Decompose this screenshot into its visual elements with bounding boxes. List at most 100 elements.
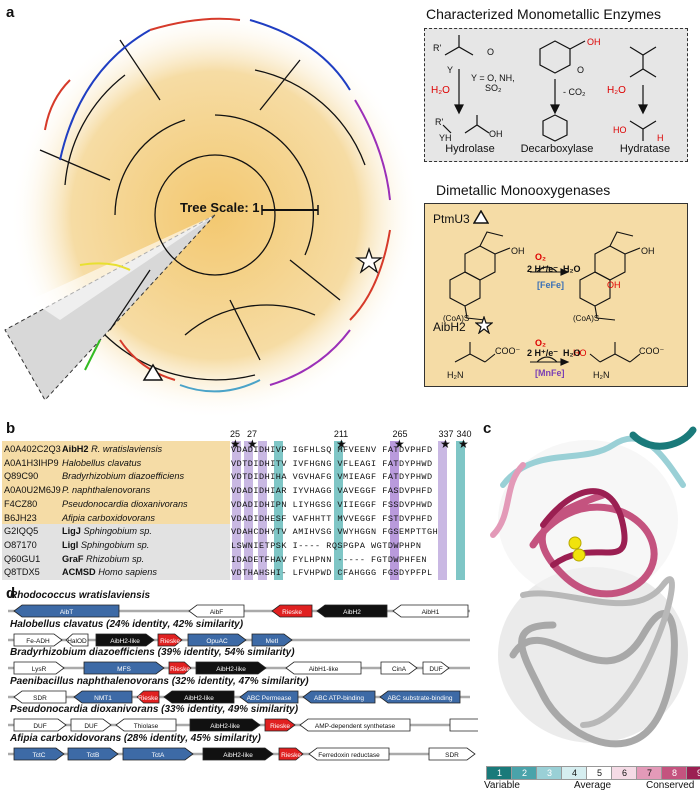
gene-label: AibH2-like bbox=[223, 752, 253, 759]
gene-label: AibH1-like bbox=[309, 666, 339, 673]
ptmu3-reaction bbox=[449, 231, 641, 321]
gene-arrow bbox=[239, 690, 299, 703]
gene-arrow bbox=[202, 747, 274, 760]
gene-arrow bbox=[163, 690, 235, 703]
panel-label-d: d bbox=[6, 585, 16, 602]
uniprot-id: B6JH23 bbox=[4, 512, 37, 523]
alignment-sequence: VDTHAHSHI- LFVHPWD CFAHGGG FGSDYPFPL bbox=[231, 568, 433, 579]
operon-organism: Paenibacillus naphthalenovorans (32% ide… bbox=[10, 675, 309, 687]
gene-arrow bbox=[308, 747, 390, 760]
gene-label: Rieske bbox=[138, 695, 158, 702]
gene-arrow bbox=[251, 633, 293, 646]
gene-label: ABC ATP-binding bbox=[314, 695, 364, 702]
tree-scale-label: Tree Scale: 1 bbox=[180, 200, 260, 215]
y-note: Y = O, NH, bbox=[471, 73, 515, 83]
tree-scale-bar bbox=[261, 205, 319, 215]
protein-structure bbox=[490, 426, 697, 748]
gene-arrow bbox=[13, 633, 63, 646]
alignment-highlight-other bbox=[2, 524, 230, 580]
uniprot-id: A0A0U2M6J9 bbox=[4, 485, 61, 496]
decarboxylase-label: Decarboxylase bbox=[520, 143, 594, 155]
operon-organism: Afipia carboxidovorans (28% identity, 45… bbox=[10, 732, 261, 744]
gene-label: MFS bbox=[117, 666, 131, 673]
gene-label: Rieske bbox=[282, 609, 302, 616]
gene-label: AibH2-like bbox=[216, 666, 246, 673]
gene-arrow bbox=[122, 747, 194, 760]
alignment-sequence: VDTDIDHIHA VGVHAFG VMIEAGF FATDYPHWD bbox=[231, 472, 433, 483]
gene-label: DUF bbox=[33, 723, 46, 730]
gene-label: Ferredoxin reductase bbox=[318, 752, 380, 759]
organism-name: P. naphthalenovorans bbox=[62, 485, 151, 496]
alignment-sequence: VDTDIDHITV IVFHGNG VFLEAGI FATDYPHWD bbox=[231, 458, 433, 469]
gene-label: TctC bbox=[33, 752, 46, 759]
protein-name: ACMSD bbox=[62, 567, 99, 578]
gene-label: AMP-dependent synthetase bbox=[315, 723, 396, 730]
column-337: 337 bbox=[438, 429, 454, 439]
operon-organism: Pseudonocardia dioxanivorans (33% identi… bbox=[10, 704, 299, 715]
legend-cell: 5 bbox=[586, 766, 613, 780]
gene-arrow bbox=[73, 690, 133, 703]
gene-arrow bbox=[278, 747, 304, 760]
dimetallic-title: Dimetallic Monooxygenases bbox=[436, 182, 611, 198]
gene-label: Thiolase bbox=[134, 723, 159, 730]
conserved-star-6: ★ bbox=[458, 437, 469, 451]
uniprot-id: Q60GU1 bbox=[4, 553, 41, 564]
gene-arrow bbox=[422, 661, 450, 675]
aibh2-h2o: H₂O bbox=[563, 348, 581, 358]
gene-label: AibT bbox=[60, 609, 73, 616]
gene-label: AibH2-like bbox=[110, 638, 140, 645]
uniprot-id: A0A1H3IHP9 bbox=[4, 457, 59, 468]
ptmu3-h-e: 2 H⁺/e⁻ bbox=[527, 264, 559, 274]
organism-name: Halobellus clavatus bbox=[62, 457, 142, 468]
ptmu3-label: PtmU3 bbox=[433, 212, 470, 226]
tree-branches bbox=[39, 39, 366, 381]
legend-cell: 4 bbox=[561, 766, 588, 780]
alignment-row: A0A0U2M6J9P. naphthalenovorans bbox=[4, 485, 150, 495]
conserved-star-5: ★ bbox=[440, 437, 451, 451]
protein-name: LigI bbox=[62, 539, 81, 550]
hydrolase-label: Hydrolase bbox=[445, 143, 495, 155]
gene-label: TctA bbox=[152, 752, 165, 759]
conserved-star-1: ★ bbox=[230, 437, 241, 451]
gene-label: Rieske bbox=[170, 666, 190, 673]
aibh2-reaction bbox=[454, 342, 641, 366]
uniprot-id: F4CZ80 bbox=[4, 498, 38, 509]
alignment-highlight-aibh2 bbox=[2, 441, 230, 524]
organism-name: Sphingobium sp. bbox=[83, 526, 152, 537]
panel-label-a: a bbox=[6, 4, 15, 21]
monometallic-schemes bbox=[442, 35, 657, 142]
gene-label: AibH2 bbox=[343, 609, 361, 616]
protein-name: LigJ bbox=[62, 526, 84, 537]
organism-name: R. wratislaviensis bbox=[91, 444, 163, 454]
gene-label: AibH1 bbox=[422, 609, 440, 616]
gene-label: HalOD bbox=[67, 638, 87, 645]
protein-name: GraF bbox=[62, 553, 86, 564]
organism-name: Homo sapiens bbox=[98, 567, 157, 578]
protein-name: AibH2 bbox=[62, 444, 92, 454]
star-icon bbox=[354, 246, 384, 274]
gene-arrow bbox=[187, 633, 247, 646]
tree-clades bbox=[44, 17, 391, 393]
alignment-sequence: VDADIDHESF VAFHHTT MVVEGGF FSTDVPHFD bbox=[231, 513, 433, 524]
legend-cell: 6 bbox=[611, 766, 638, 780]
y-note-2: SO₂ bbox=[485, 83, 502, 93]
gene-arrow bbox=[65, 633, 89, 646]
gene-label: AibH2-like bbox=[184, 695, 214, 702]
panel-label-b: b bbox=[6, 420, 16, 437]
gene-arrow bbox=[449, 718, 478, 732]
uniprot-id: O87170 bbox=[4, 539, 37, 550]
legend-cell: 9 bbox=[686, 766, 700, 780]
conserved-star-2: ★ bbox=[247, 437, 258, 451]
gene-arrow bbox=[379, 690, 461, 703]
ptmu3-triangle-icon bbox=[473, 210, 489, 224]
gene-label: ABC Permease bbox=[247, 695, 292, 702]
gene-label: ABC substrate-binding bbox=[387, 695, 452, 702]
ptmu3-o2: O₂ bbox=[535, 252, 546, 262]
